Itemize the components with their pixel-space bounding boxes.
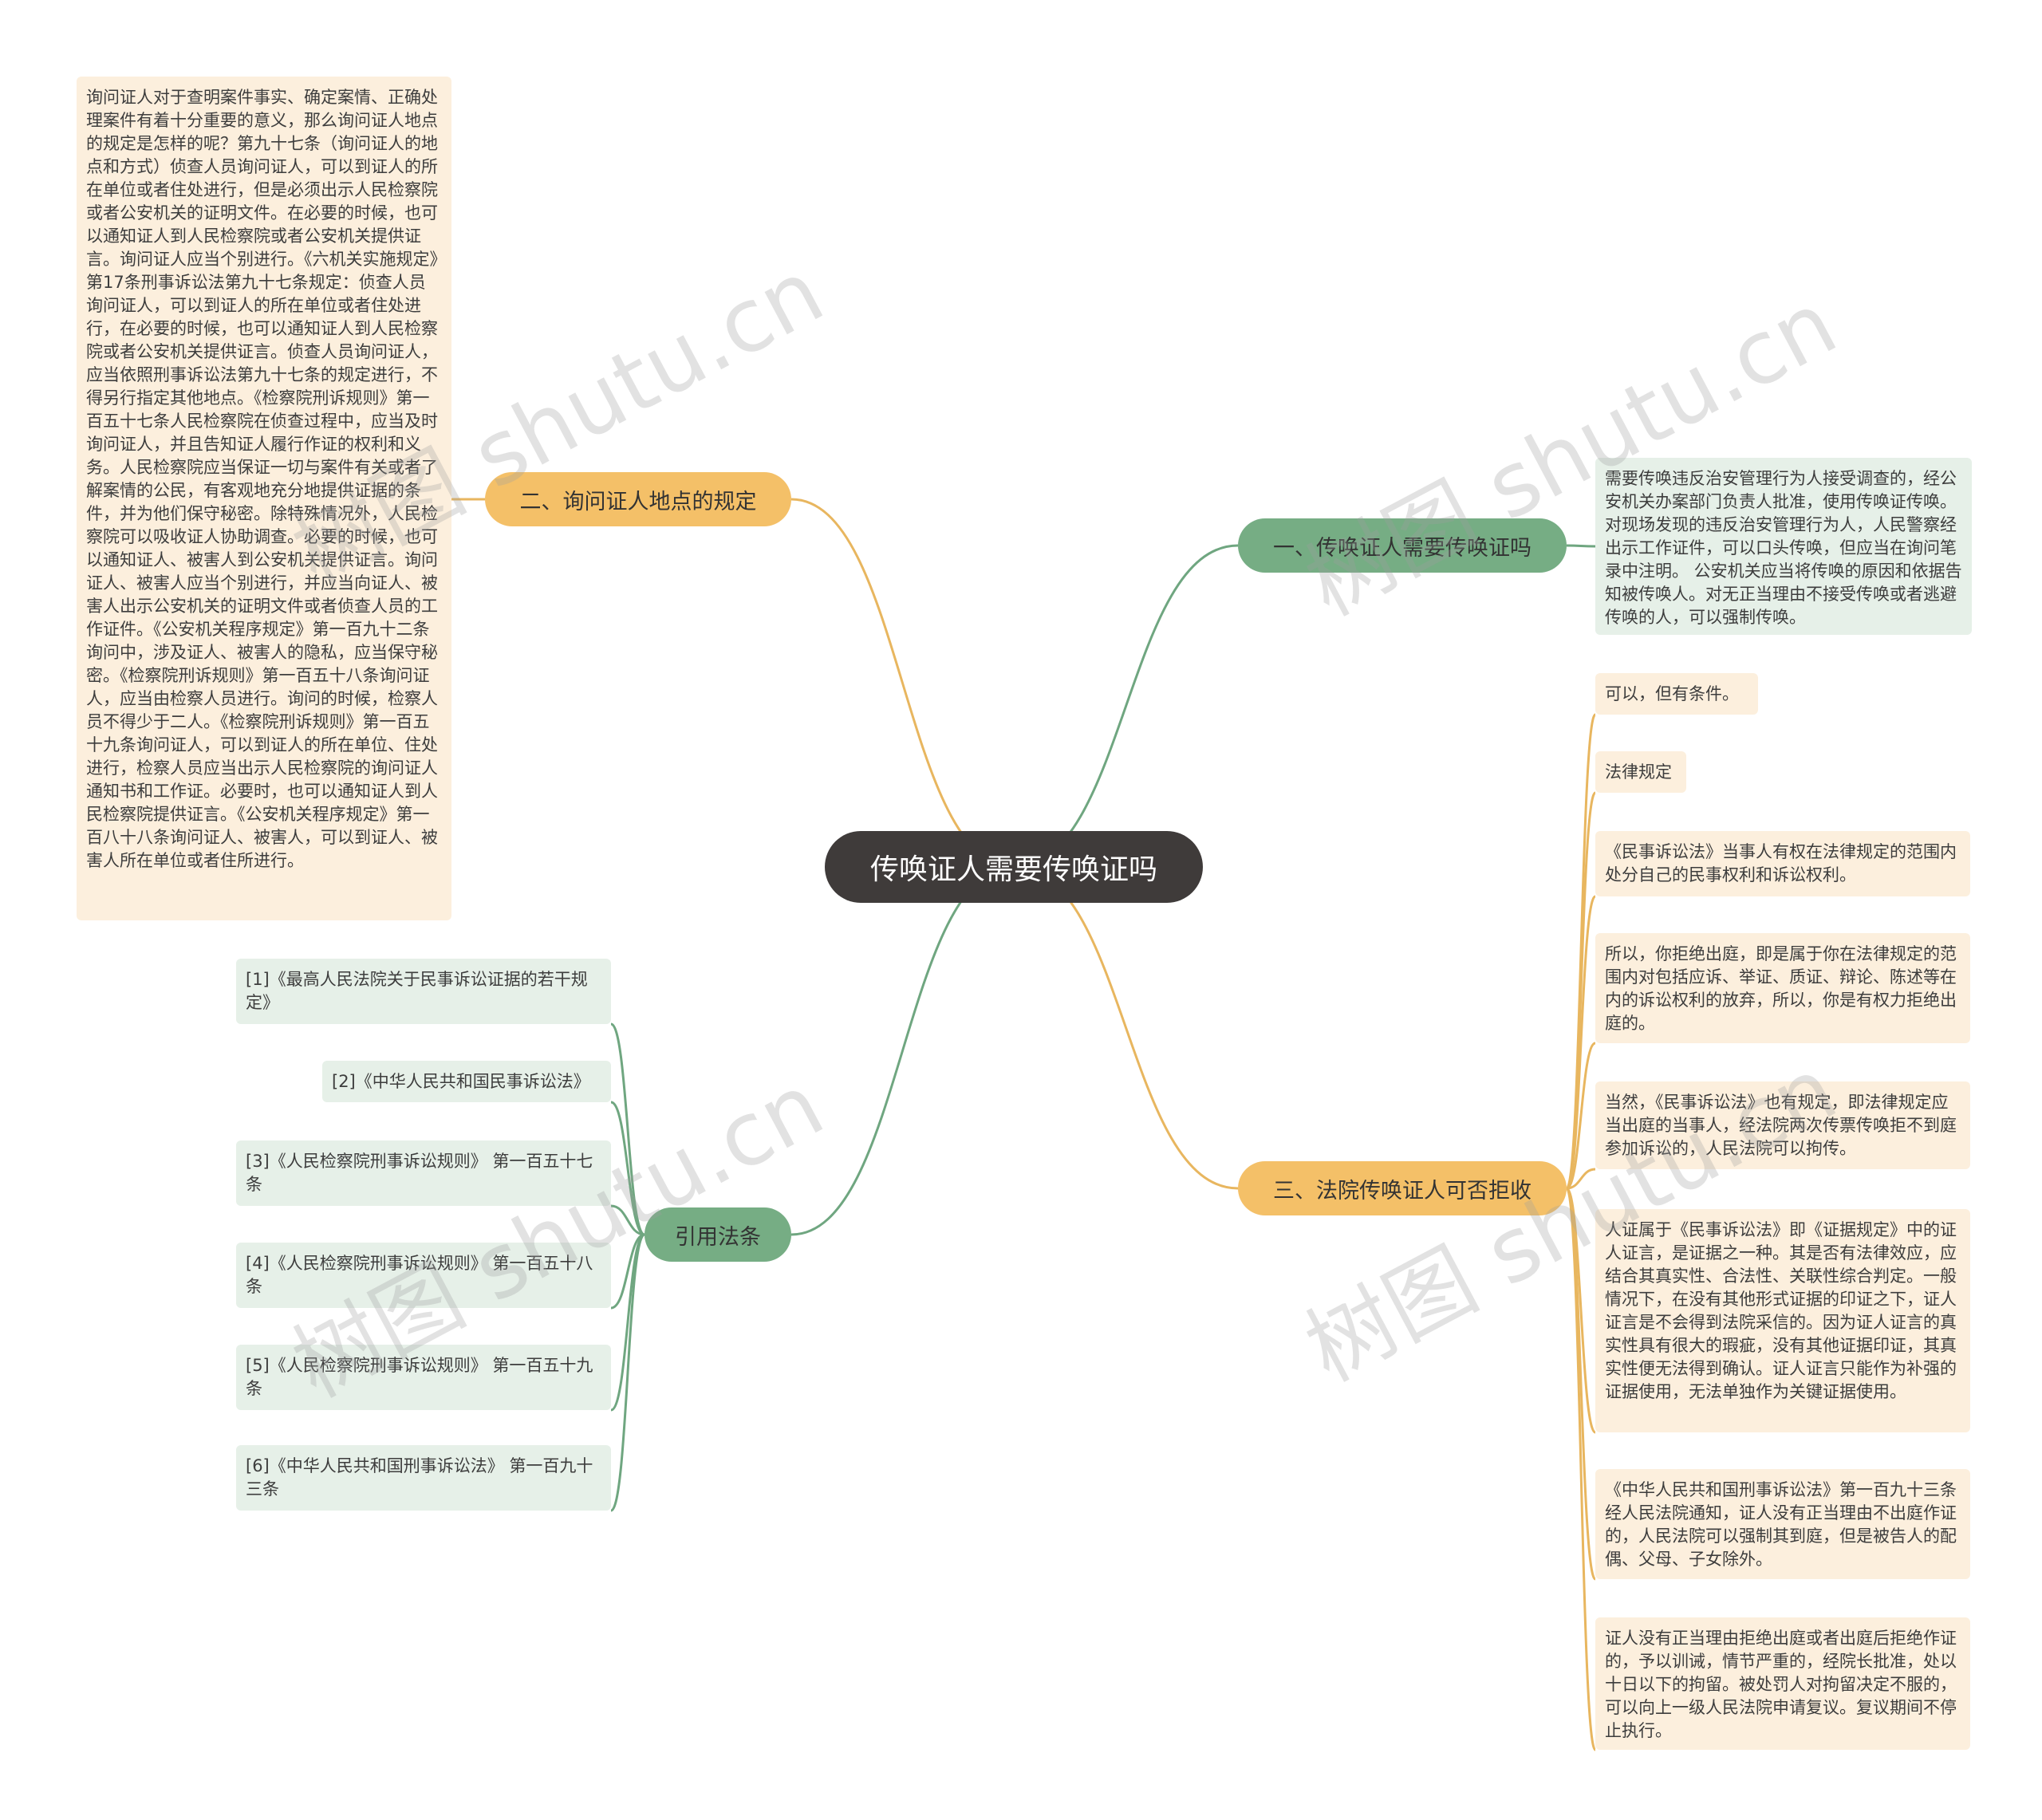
leaf-witness-location-text: 询问证人对于查明案件事实、确定案情、正确处理案件有着十分重要的意义，那么询问证人… (77, 77, 451, 920)
link-root-branch2 (790, 498, 1015, 869)
link-branch4-leaf (610, 1204, 645, 1236)
leaf-citation-1: [1]《最高人民法院关于民事诉讼证据的若干规定》 (236, 959, 611, 1024)
leaf-citation-6: [6]《中华人民共和国刑事诉讼法》 第一百九十三条 (236, 1445, 611, 1511)
leaf-court-1: 法律规定 (1595, 751, 1686, 793)
leaf-citation-2: [2]《中华人民共和国民事诉讼法》 (322, 1061, 611, 1102)
leaf-court-4: 当然，《民事诉讼法》也有规定，即法律规定应当出庭的当事人，经法院两次传票传唤拒不… (1595, 1081, 1970, 1169)
link-branch4-leaf (610, 1101, 645, 1236)
link-branch4-leaf (609, 1233, 646, 1512)
branch-need-summons-card[interactable]: 一、传唤证人需要传唤证吗 (1238, 518, 1567, 573)
leaf-citation-4: [4]《人民检察院刑事诉讼规则》 第一百五十八条 (236, 1243, 611, 1308)
leaf-court-2: 《民事诉讼法》当事人有权在法律规定的范围内处分自己的民事权利和诉讼权利。 (1595, 831, 1970, 896)
link-root-branch3 (1013, 865, 1239, 1190)
link-branch4-leaf (610, 1022, 645, 1236)
leaf-court-3: 所以，你拒绝出庭，即是属于你在法律规定的范围内对包括应诉、举证、质证、辩论、陈述… (1595, 933, 1970, 1043)
link-branch3-leaf (1565, 791, 1597, 1190)
branch-witness-location-rules[interactable]: 二、询问证人地点的规定 (485, 472, 791, 526)
link-branch3-leaf (1565, 1187, 1597, 1581)
link-branch3-leaf (1565, 1187, 1597, 1751)
branch-court-summons-refusal[interactable]: 三、法院传唤证人可否拒收 (1238, 1161, 1567, 1215)
root-topic[interactable]: 传唤证人需要传唤证吗 (825, 831, 1203, 903)
link-branch3-leaf (1565, 895, 1597, 1190)
leaf-court-6: 《中华人民共和国刑事诉讼法》第一百九十三条经人民法院通知，证人没有正当理由不出庭… (1595, 1469, 1970, 1579)
link-root-branch1 (1013, 544, 1239, 869)
link-branch3-leaf (1566, 1042, 1596, 1190)
link-root-branch4 (790, 865, 1015, 1236)
leaf-court-0: 可以，但有条件。 (1595, 673, 1758, 715)
leaf-citation-3: [3]《人民检察院刑事诉讼规则》 第一百五十七条 (236, 1140, 611, 1206)
branch-cited-laws[interactable]: 引用法条 (645, 1207, 791, 1262)
leaf-court-5: 人证属于《民事诉讼法》即《证据规定》中的证人证言，是证据之一种。其是否有法律效应… (1595, 1209, 1970, 1432)
leaf-citation-5: [5]《人民检察院刑事诉讼规则》 第一百五十九条 (236, 1345, 611, 1410)
link-branch4-leaf (610, 1233, 645, 1310)
leaf-summons-card-explanation: 需要传唤违反治安管理行为人接受调查的，经公安机关办案部门负责人批准，使用传唤证传… (1595, 458, 1972, 635)
link-branch3-leaf (1566, 1168, 1596, 1190)
leaf-court-7: 证人没有正当理由拒绝出庭或者出庭后拒绝作证的，予以训诫，情节严重的，经院长批准，… (1595, 1617, 1970, 1750)
